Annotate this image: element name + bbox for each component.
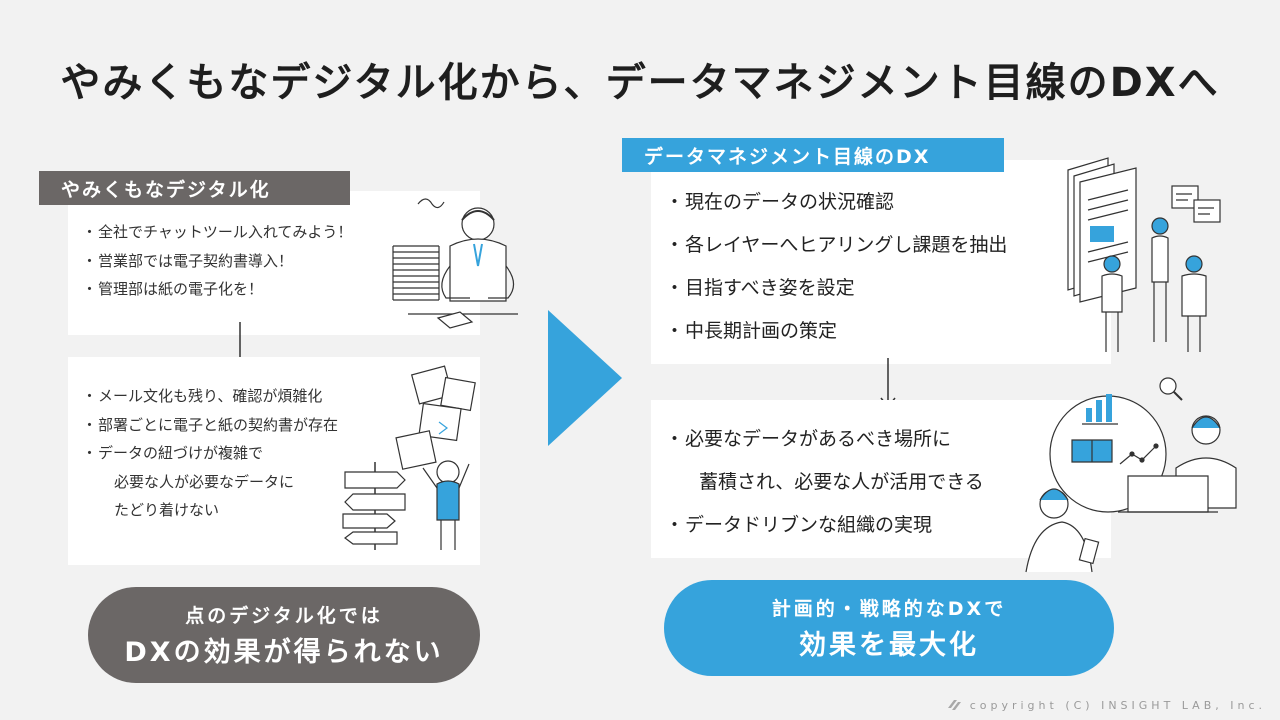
page-title: やみくもなデジタル化から、データマネジメント目線のDXへ xyxy=(60,60,1220,106)
list-item: 営業部では電子契約書導入！ xyxy=(82,247,352,276)
right-arrow-icon xyxy=(548,310,622,446)
list-item: 現在のデータの状況確認 xyxy=(665,181,1007,224)
list-item: 中長期計画の策定 xyxy=(665,310,1007,353)
right-pill-line1: 計画的・戦略的なDXで xyxy=(771,598,1007,620)
team-discussion-illustration xyxy=(1067,157,1221,352)
left-pill-line1: 点のデジタル化では xyxy=(185,605,383,627)
list-item: メール文化も残り、確認が煩雑化 xyxy=(82,382,338,411)
confused-signpost-illustration xyxy=(342,365,476,550)
copyright-footer: copyright (C) INSIGHT LAB, Inc. xyxy=(946,698,1266,712)
list-item: 目指すべき姿を設定 xyxy=(665,267,1007,310)
list-item: 管理部は紙の電子化を！ xyxy=(82,275,352,304)
data-analytics-illustration xyxy=(1025,377,1237,573)
left-bottom-list: メール文化も残り、確認が煩雑化 部署ごとに電子と紙の契約書が存在 データの紐づけ… xyxy=(82,382,338,525)
list-item: 全社でチャットツール入れてみよう！ xyxy=(82,218,352,247)
list-item: 部署ごとに電子と紙の契約書が存在 xyxy=(82,411,338,440)
paperwork-worker-illustration xyxy=(392,198,518,329)
list-item: データドリブンな組織の実現 xyxy=(665,504,984,547)
list-item: 蓄積され、必要な人が活用できる xyxy=(699,471,984,493)
right-bottom-list: 必要なデータがあるべき場所に 蓄積され、必要な人が活用できる データドリブンな組… xyxy=(665,418,984,547)
left-pill-line2: DXの効果が得られない xyxy=(124,637,444,668)
left-section-tag: やみくもなデジタル化 xyxy=(39,171,350,205)
list-item: 必要な人が必要なデータに xyxy=(114,472,295,491)
right-section-tag: データマネジメント目線のDX xyxy=(622,138,1004,172)
list-item: たどり着けない xyxy=(114,501,220,519)
list-item: 各レイヤーへヒアリングし課題を抽出 xyxy=(665,224,1007,267)
list-item: 必要なデータがあるべき場所に xyxy=(665,418,984,461)
right-top-list: 現在のデータの状況確認 各レイヤーへヒアリングし課題を抽出 目指すべき姿を設定 … xyxy=(665,181,1007,353)
left-top-list: 全社でチャットツール入れてみよう！ 営業部では電子契約書導入！ 管理部は紙の電子… xyxy=(82,218,352,304)
insight-lab-logo-icon xyxy=(947,700,961,710)
copyright-text: copyright (C) INSIGHT LAB, Inc. xyxy=(969,698,1266,712)
left-conclusion-pill: 点のデジタル化では DXの効果が得られない xyxy=(88,587,480,683)
right-pill-line2: 効果を最大化 xyxy=(799,630,979,661)
right-conclusion-pill: 計画的・戦略的なDXで 効果を最大化 xyxy=(664,580,1114,676)
list-item: データの紐づけが複雑で xyxy=(82,439,338,468)
